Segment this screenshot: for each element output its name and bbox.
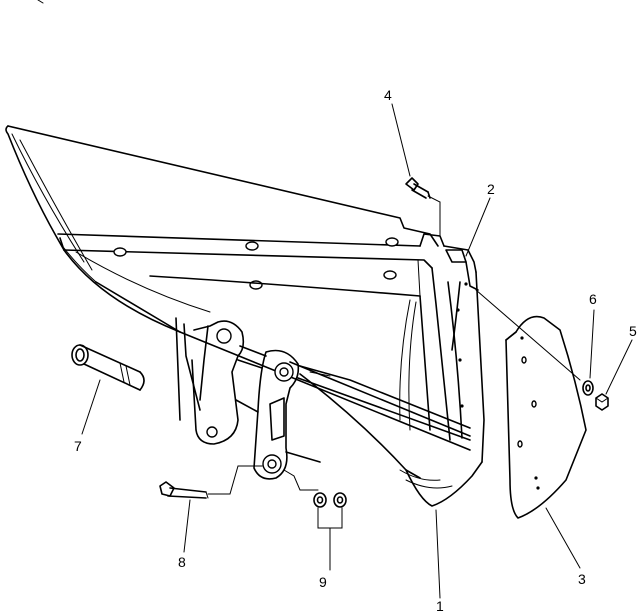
callout-3: 3 [578, 571, 586, 587]
nut-5 [595, 393, 609, 411]
callout-7: 7 [74, 438, 82, 454]
callout-2: 2 [487, 181, 495, 197]
bolt-4 [405, 177, 441, 233]
callout-1: 1 [436, 598, 444, 614]
callout-4: 4 [384, 87, 392, 103]
assembly-line [475, 289, 581, 381]
side-cutter [505, 315, 587, 519]
washer [582, 380, 594, 396]
scan-mark [37, 0, 44, 4]
pin [71, 344, 145, 391]
leader-lines [81, 103, 633, 599]
nuts-9 [283, 469, 347, 508]
bucket-body [5, 125, 485, 507]
callout-6: 6 [589, 291, 597, 307]
bolt-8 [159, 465, 263, 499]
callout-8: 8 [178, 554, 186, 570]
callout-9: 9 [319, 574, 327, 590]
callout-5: 5 [629, 323, 637, 339]
